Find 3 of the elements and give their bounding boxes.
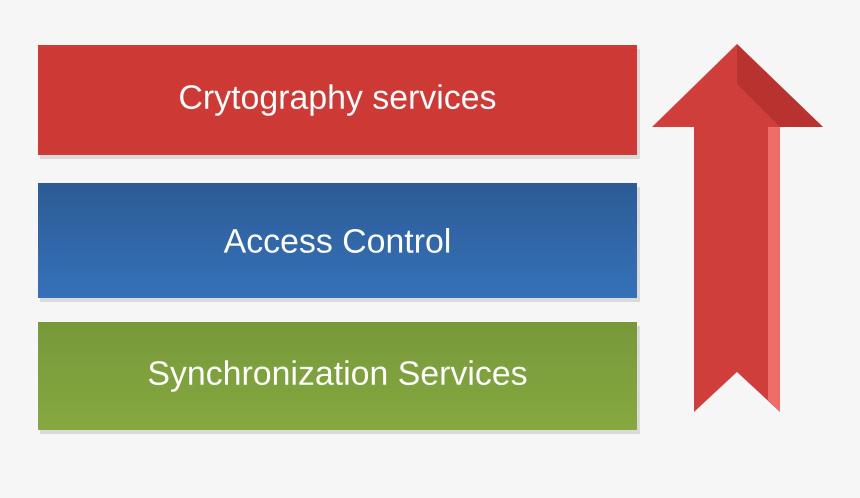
- layer-box: Access Control: [38, 183, 640, 302]
- layer-box: Crytography services: [38, 45, 640, 159]
- layer-box: Synchronization Services: [38, 322, 640, 434]
